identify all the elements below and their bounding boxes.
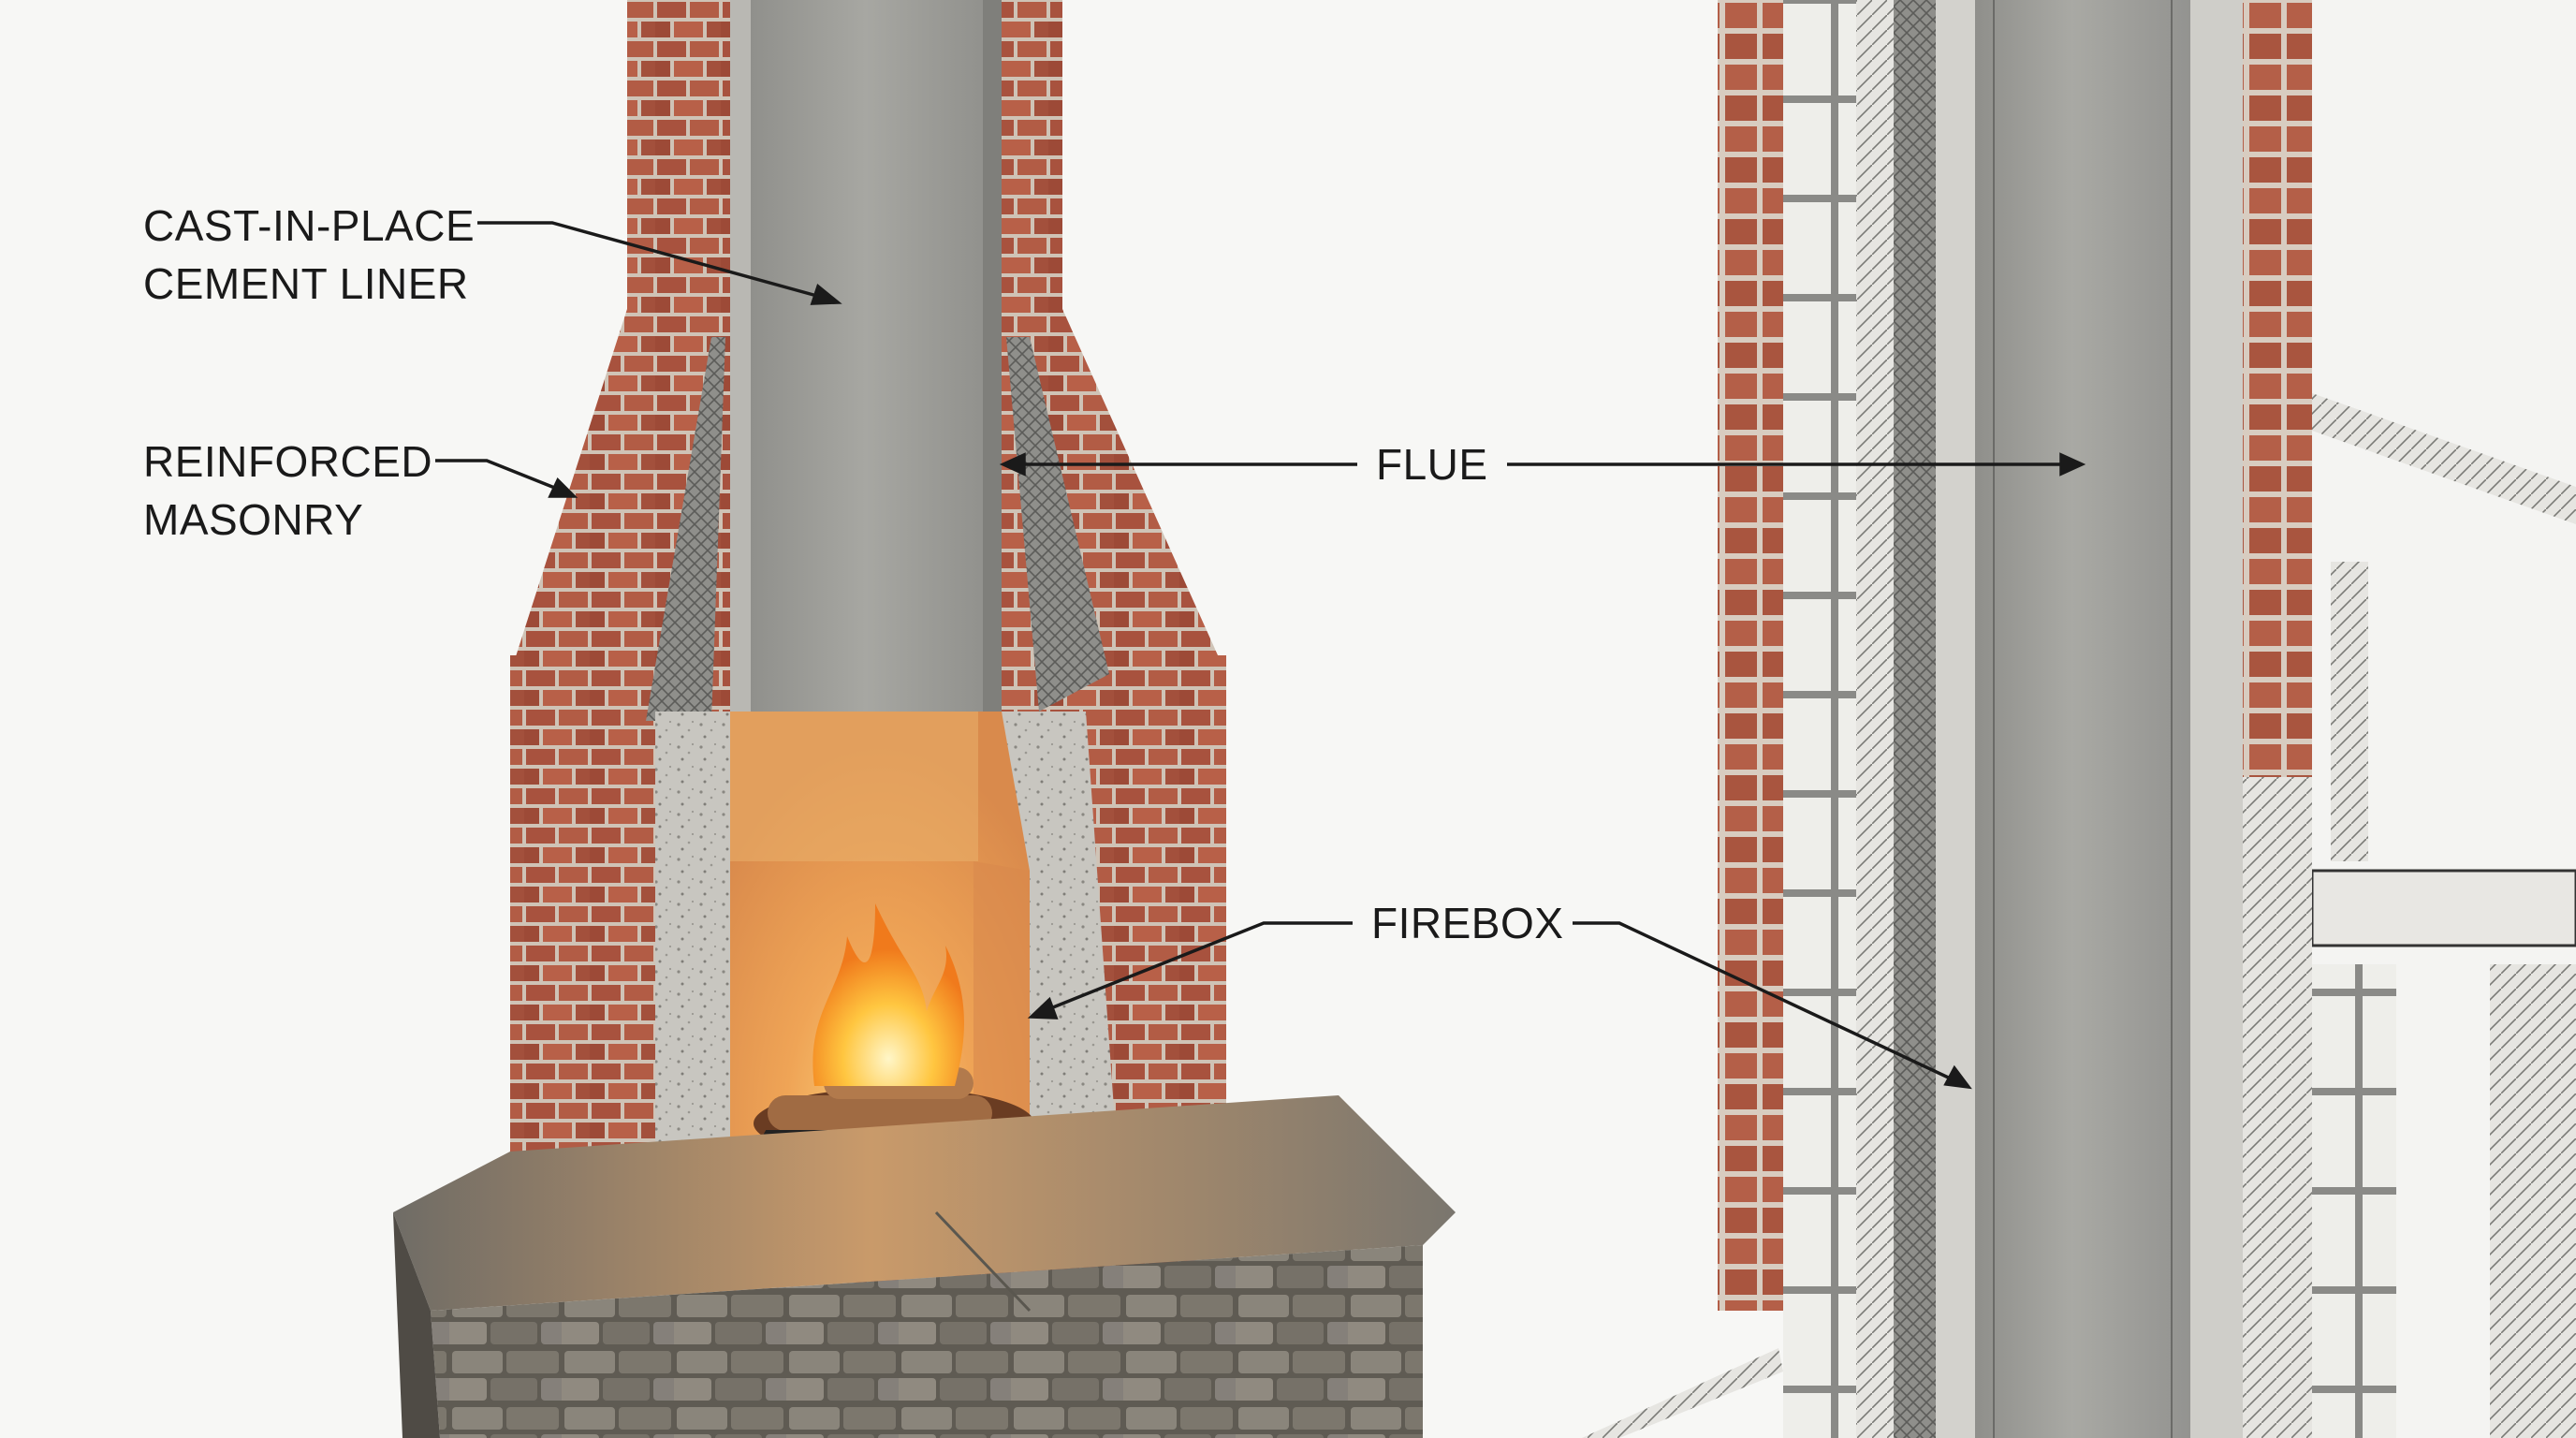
label-reinforced-masonry: REINFORCED MASONRY: [143, 433, 432, 549]
label-masonry-line2: MASONRY: [143, 495, 364, 544]
label-flue: FLUE: [1376, 440, 1488, 489]
fire-flames: [812, 903, 964, 1086]
leader-lines: [435, 221, 2086, 1090]
label-cast-in-place-cement-liner: CAST-IN-PLACE CEMENT LINER: [143, 197, 475, 313]
fireplace-perspective-view: [393, 0, 1456, 1438]
label-masonry-line1: REINFORCED: [143, 437, 433, 486]
chimney-section-view: [1582, 0, 2576, 1438]
label-firebox: FIREBOX: [1371, 899, 1564, 947]
label-liner-line1: CAST-IN-PLACE: [143, 201, 476, 250]
label-liner-line2: CEMENT LINER: [143, 259, 469, 308]
